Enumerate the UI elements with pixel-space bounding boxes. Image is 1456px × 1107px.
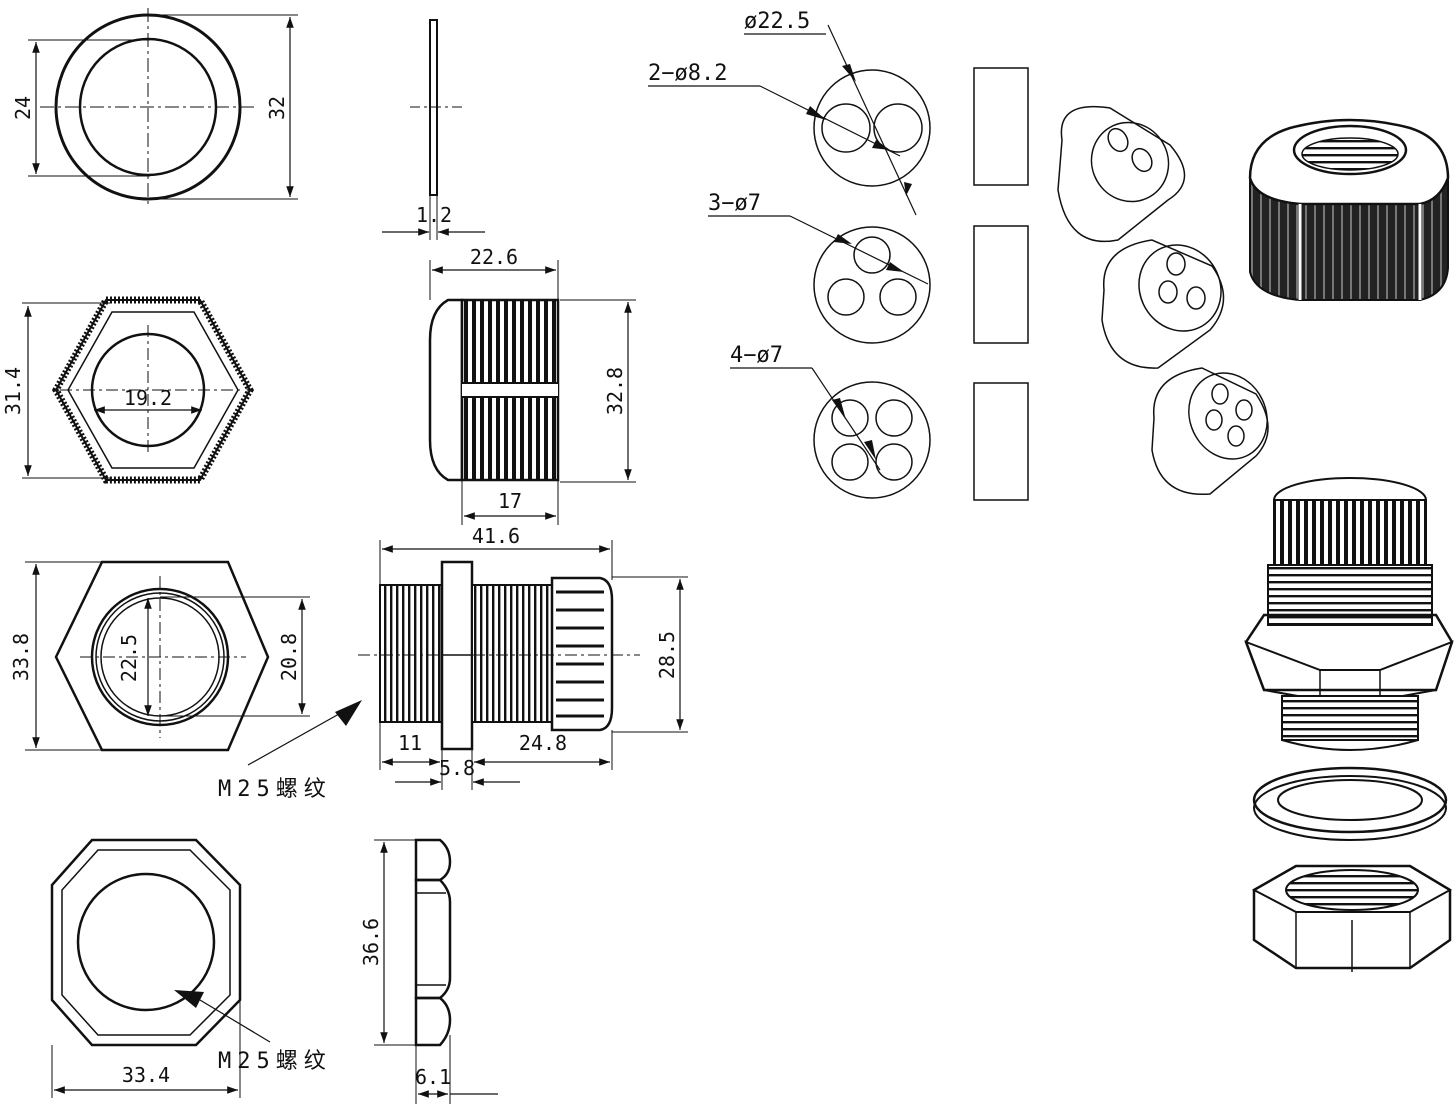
isometric-washer: [1252, 766, 1448, 841]
seal-three-hole-side: [973, 225, 1029, 344]
lock-nut-width-label: 33.4: [122, 1063, 170, 1087]
washer-outer-dia-label: 32: [265, 96, 289, 120]
body-length-label: 41.6: [472, 524, 520, 548]
seal-four-hole-front: [813, 381, 931, 499]
lock-nut-thread-note: M25螺纹: [218, 1049, 332, 1074]
seal-outer-dia-label: ø22.5: [744, 9, 810, 34]
cap-nut-front-view: 31.4 19.2: [1, 296, 255, 484]
iso-seal-four-hole: [1151, 367, 1269, 496]
washer-inner-dia-label: 24: [11, 96, 35, 120]
cap-nut-height-label: 32.8: [603, 367, 627, 415]
body-bore-dia-label: 22.5: [117, 634, 141, 682]
iso-seal-three-hole: [1101, 239, 1225, 369]
iso-seal-two-hole: [1057, 105, 1186, 243]
seal-three-hole-front: [813, 226, 931, 344]
cap-nut-side-view: 22.6 32.8 17: [428, 245, 636, 525]
body-thread-length-label: 11: [398, 731, 422, 755]
body-hex-width-label: 33.8: [9, 633, 33, 681]
lock-nut-thread-arrow: [174, 990, 204, 1008]
lock-nut-thickness-label: 6.1: [415, 1065, 451, 1089]
lock-nut-front-view: 33.4 M25螺纹: [50, 838, 332, 1098]
isometric-body: [1244, 477, 1454, 751]
seal-two-hole-side: [973, 67, 1029, 186]
seal-two-hole-label: 2−ø8.2: [648, 61, 727, 86]
lock-nut-side-view: 36.6 6.1: [359, 838, 498, 1104]
isometric-seals: [1057, 105, 1269, 496]
isometric-cap-nut: [1248, 118, 1450, 301]
washer-thickness-label: 1.2: [416, 203, 452, 227]
seal-three-hole-label: 3−ø7: [708, 191, 761, 216]
isometric-lock-nut: [1251, 864, 1453, 972]
cap-nut-outer-dia-label: 31.4: [1, 367, 25, 415]
cap-nut-grip-width-label: 17: [498, 489, 522, 513]
body-side-view: 41.6 28.5 11 24.8 5.8: [358, 524, 688, 790]
seal-two-hole-front: [813, 69, 931, 187]
cap-nut-hole-dia-label: 19.2: [124, 386, 172, 410]
seal-four-hole-label: 4−ø7: [730, 343, 783, 368]
body-front-view: 22.5 20.8 33.8 M25螺纹: [9, 560, 362, 802]
body-shank-length-label: 24.8: [519, 731, 567, 755]
washer-front-view: 24 32: [11, 8, 298, 205]
seal-inserts: ø22.5 2−ø8.2 3−ø7 4−ø7: [648, 9, 1029, 501]
lock-nut-height-label: 36.6: [359, 918, 383, 966]
cap-nut-width-label: 22.6: [470, 245, 518, 269]
body-thread-dia-label: 20.8: [277, 633, 301, 681]
seal-four-hole-side: [973, 382, 1029, 501]
body-thread-arrow: [335, 700, 362, 726]
body-thread-note: M25螺纹: [218, 777, 332, 802]
washer-side-view: 1.2: [382, 19, 485, 240]
body-flange-label: 5.8: [439, 756, 475, 780]
body-dome-dia-label: 28.5: [655, 631, 679, 679]
